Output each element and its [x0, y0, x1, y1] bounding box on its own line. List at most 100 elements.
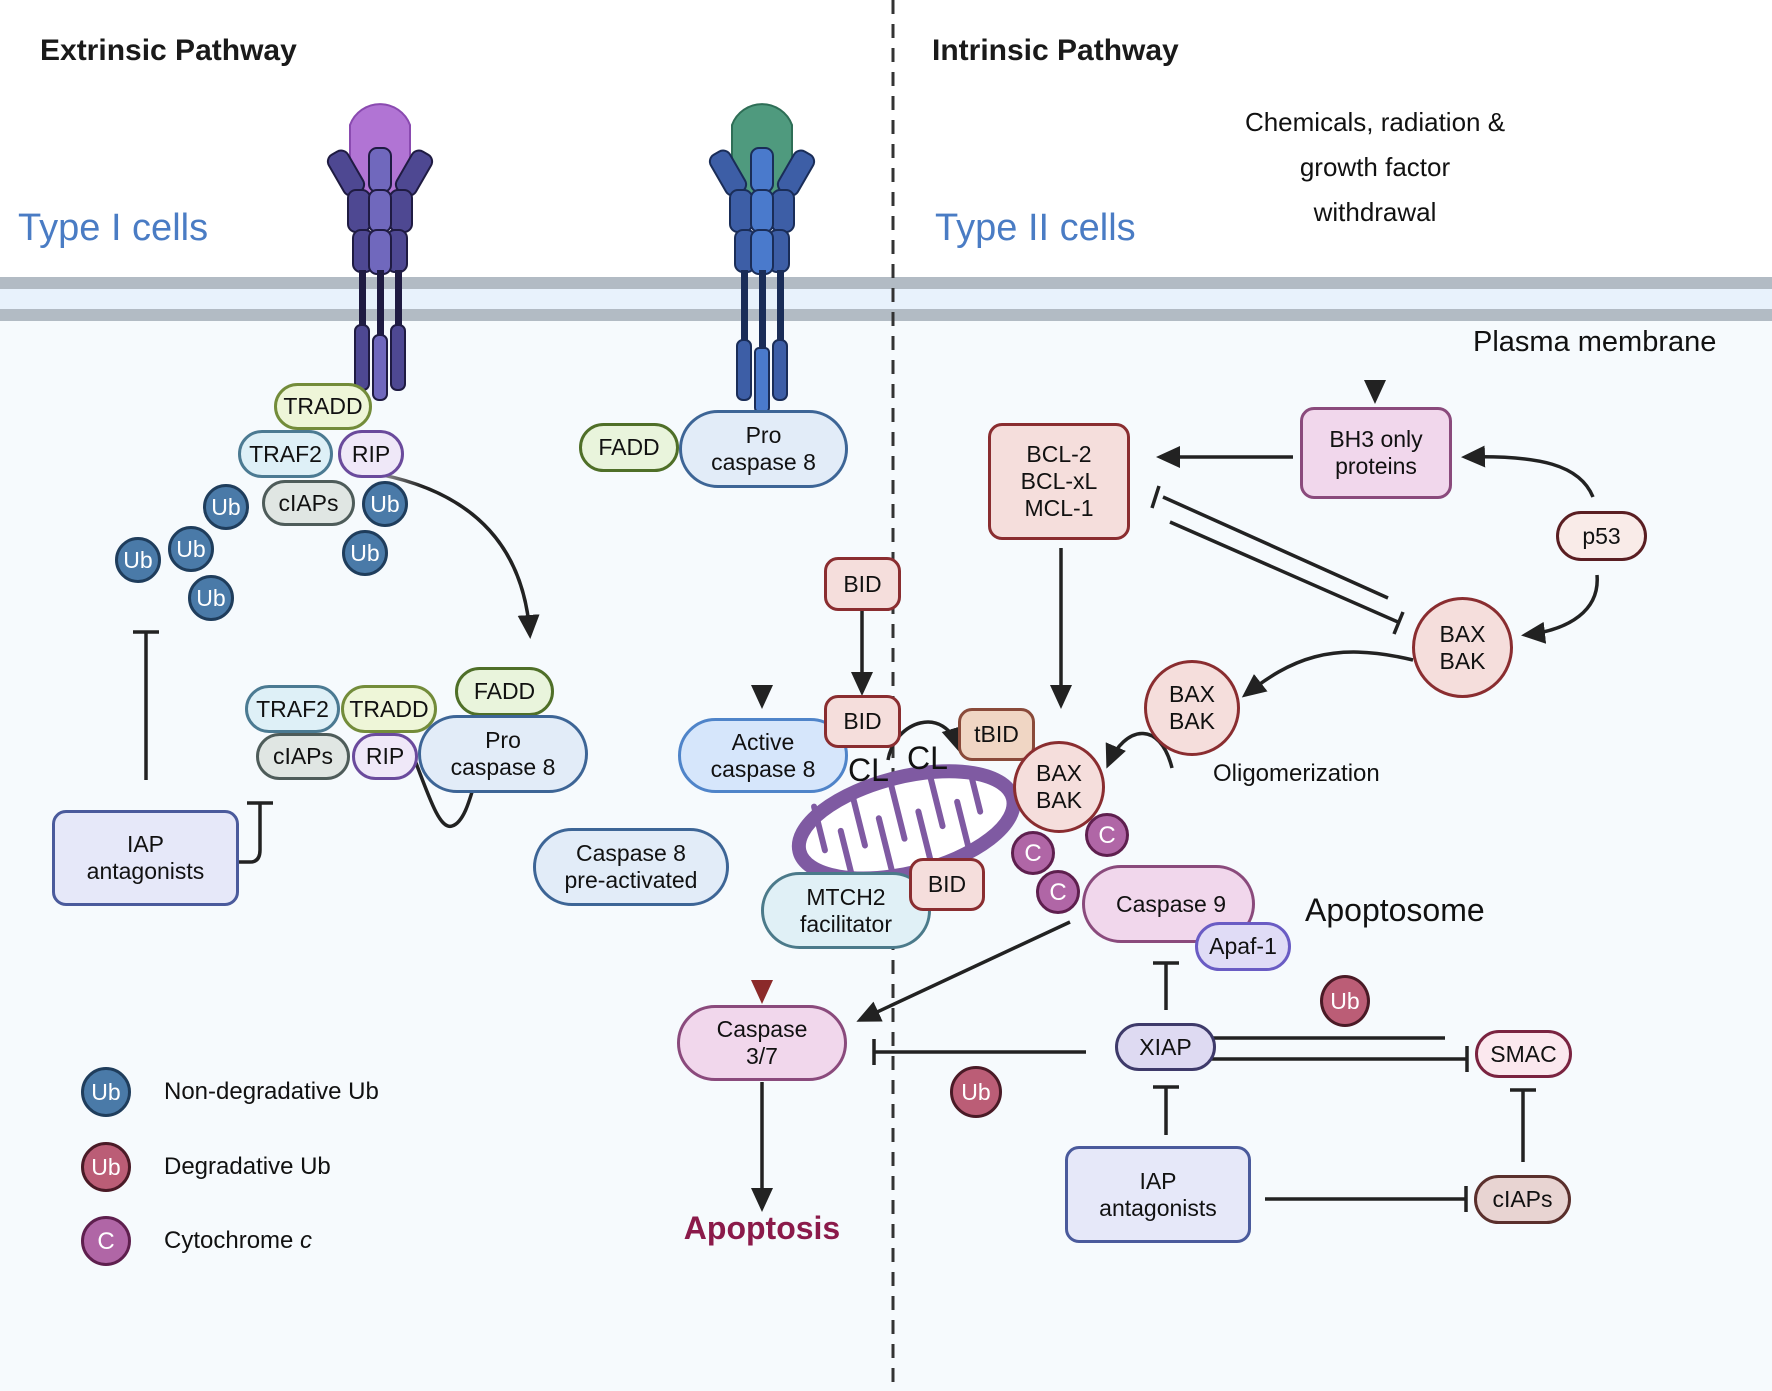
inhibition-iap-to-ciaps [1265, 1186, 1468, 1212]
inhibition-xiap-to-caspase9 [1153, 961, 1179, 1010]
legend-cytochrome-c-label: Cytochrome c [164, 1227, 312, 1255]
mtch2-facilitator-node: MTCH2 facilitator [761, 872, 931, 949]
cardiolipin-label: CL [848, 752, 889, 788]
bax-bak-line: BAX [1168, 681, 1216, 707]
stimulus-label: Chemicals, radiation & growth factor wit… [1225, 100, 1525, 235]
cytochrome-c-icon: C [1085, 813, 1129, 857]
non-degradative-ub-icon: Ub [342, 530, 388, 576]
p53-node: p53 [1556, 511, 1647, 561]
legend-cytochrome-c-italic: c [300, 1227, 313, 1254]
non-degradative-ub-icon: Ub [115, 537, 161, 583]
arrow-bid-to-tbid [886, 720, 963, 761]
cytochrome-c-icon: C [1011, 831, 1055, 875]
bid-node: BID [909, 858, 985, 911]
bh3-line: proteins [1335, 453, 1417, 479]
inhibition-bax-to-bcl [1150, 485, 1389, 600]
caspase37-line: 3/7 [746, 1043, 778, 1069]
tradd-node: TRADD [341, 685, 437, 733]
inhibition-iap-to-xiap [1153, 1085, 1179, 1135]
fadd-node: FADD [579, 423, 679, 472]
pro-caspase8-line: Pro [485, 727, 521, 753]
plasma-membrane-inner-layer [0, 309, 1772, 321]
arrow-caspase9-to-caspase37 [856, 920, 1071, 1022]
ciaps-node: cIAPs [262, 480, 355, 526]
apaf1-node: Apaf-1 [1195, 922, 1291, 971]
plasma-membrane-label: Plasma membrane [1473, 326, 1717, 358]
plasma-membrane-outer-layer [0, 277, 1772, 289]
intrinsic-pathway-heading: Intrinsic Pathway [932, 34, 1179, 67]
pro-caspase8-line: caspase 8 [450, 754, 556, 780]
stimulus-line: growth factor [1299, 152, 1451, 182]
caspase8-preactivated-line: Caspase 8 [576, 840, 686, 866]
pro-caspase8-line: caspase 8 [711, 449, 816, 475]
ciaps-node: cIAPs [256, 733, 350, 780]
inhibition-bcl-to-bax [1169, 520, 1405, 635]
iap-antagonists-line: antagonists [1099, 1194, 1217, 1221]
iap-antagonists-line: antagonists [86, 858, 205, 884]
plasma-membrane-core [0, 289, 1772, 309]
legend-degradative-ub-label: Degradative Ub [164, 1153, 331, 1180]
pro-caspase8-node: Pro caspase 8 [418, 715, 588, 793]
caspase8-preactivated-node: Caspase 8 pre-activated [533, 828, 729, 906]
mitochondrion [791, 764, 1021, 886]
non-degradative-ub-icon: Ub [188, 575, 234, 621]
arrow-rip-to-complex2 [351, 468, 540, 639]
bh3-line: BH3 only [1329, 426, 1423, 452]
degradative-ub-icon: Ub [1320, 975, 1370, 1027]
active-caspase8-node: Active caspase 8 [678, 718, 848, 793]
death-receptor-2 [708, 103, 816, 413]
non-degradative-ub-icon: Ub [203, 484, 249, 530]
xiap-node: XIAP [1115, 1023, 1216, 1071]
degradative-ub-icon: Ub [950, 1066, 1002, 1118]
inhibition-iap-to-ub [133, 630, 159, 780]
bax-bak-mito-node: BAX BAK [1013, 741, 1105, 833]
ciaps-node: cIAPs [1474, 1175, 1571, 1224]
bax-bak-translocating-node: BAX BAK [1144, 660, 1240, 756]
bax-bak-line: BAX [1439, 620, 1486, 647]
smac-node: SMAC [1475, 1030, 1572, 1078]
bcl-line: MCL-1 [1024, 495, 1094, 521]
inhibition-xiap-to-caspase37 [872, 1039, 1086, 1065]
iap-antagonists-node: IAP antagonists [52, 810, 239, 906]
cytochrome-c-icon: C [1036, 870, 1080, 914]
iap-antagonists-line: IAP [126, 831, 165, 857]
bax-bak-line: BAK [1439, 647, 1486, 674]
type-ii-cells-label: Type II cells [935, 207, 1136, 249]
tradd-node: TRADD [274, 383, 372, 430]
death-receptor-1 [326, 103, 434, 401]
active-caspase8-line: caspase 8 [710, 755, 816, 782]
bid-node: BID [824, 557, 901, 611]
fadd-node: FADD [455, 667, 554, 716]
traf2-node: TRAF2 [238, 430, 333, 478]
arrow-p53-to-bh3 [1461, 445, 1595, 498]
apoptosis-outcome-label: Apoptosis [683, 1210, 841, 1246]
pro-caspase8-node: Pro caspase 8 [679, 410, 848, 488]
inhibition-xiap-to-smac [1197, 1046, 1469, 1072]
inhibition-iap-to-complex2 [174, 801, 273, 864]
bax-bak-line: BAX [1035, 760, 1083, 786]
inhibition-smac-to-xiap [1184, 1025, 1445, 1051]
rip-node: RIP [338, 430, 404, 478]
pro-caspase8-line: Pro [745, 422, 782, 448]
bid-node: BID [824, 695, 901, 748]
arrow-p53-to-baxbak [1521, 574, 1599, 644]
bcl-line: BCL-2 [1026, 441, 1092, 467]
iap-antagonists-line: IAP [1139, 1167, 1177, 1194]
caspase37-line: Caspase [716, 1016, 808, 1042]
stimulus-line: Chemicals, radiation & [1244, 107, 1506, 137]
traf2-node: TRAF2 [245, 685, 340, 733]
bcl2-family-node: BCL-2 BCL-xL MCL-1 [988, 423, 1130, 540]
arrow-oligomerization [1105, 731, 1174, 769]
mtch2-line: MTCH2 [806, 883, 886, 910]
stimulus-line: withdrawal [1313, 197, 1437, 227]
non-degradative-ub-icon: Ub [362, 481, 408, 527]
bax-bak-line: BAK [1168, 708, 1216, 734]
caspase37-node: Caspase 3/7 [677, 1005, 847, 1081]
apoptosome-label: Apoptosome [1305, 892, 1485, 928]
bax-bak-cytosolic-node: BAX BAK [1412, 597, 1513, 698]
inhibition-ciaps-to-smac [1510, 1088, 1536, 1162]
mtch2-line: facilitator [799, 910, 893, 937]
bax-bak-line: BAK [1035, 787, 1083, 813]
